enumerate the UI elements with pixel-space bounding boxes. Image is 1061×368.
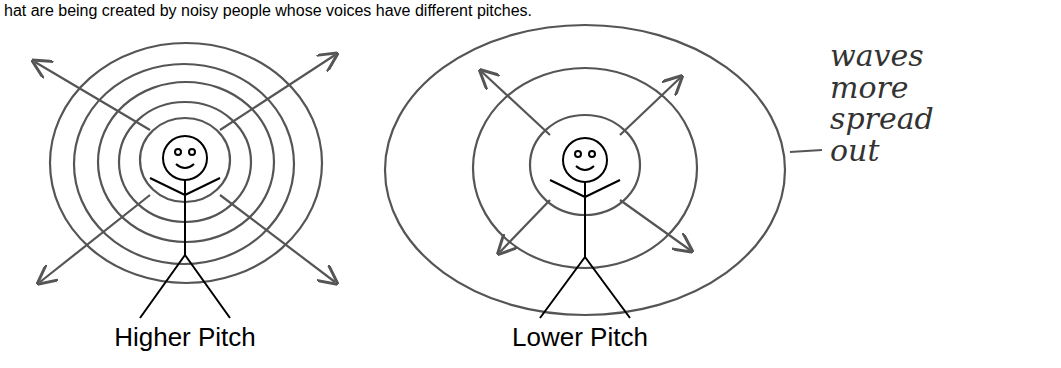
leader-line: [790, 150, 822, 152]
wave-rings-low: [385, 25, 822, 315]
caption-fragment: hat are being created by noisy people wh…: [4, 2, 532, 20]
figure-label: Lower Pitch: [512, 322, 648, 353]
stick-figure: [140, 136, 230, 318]
stick-figure: [540, 138, 630, 318]
handwritten-note: waves more spread out: [830, 40, 960, 166]
figure-label: Higher Pitch: [114, 322, 256, 353]
